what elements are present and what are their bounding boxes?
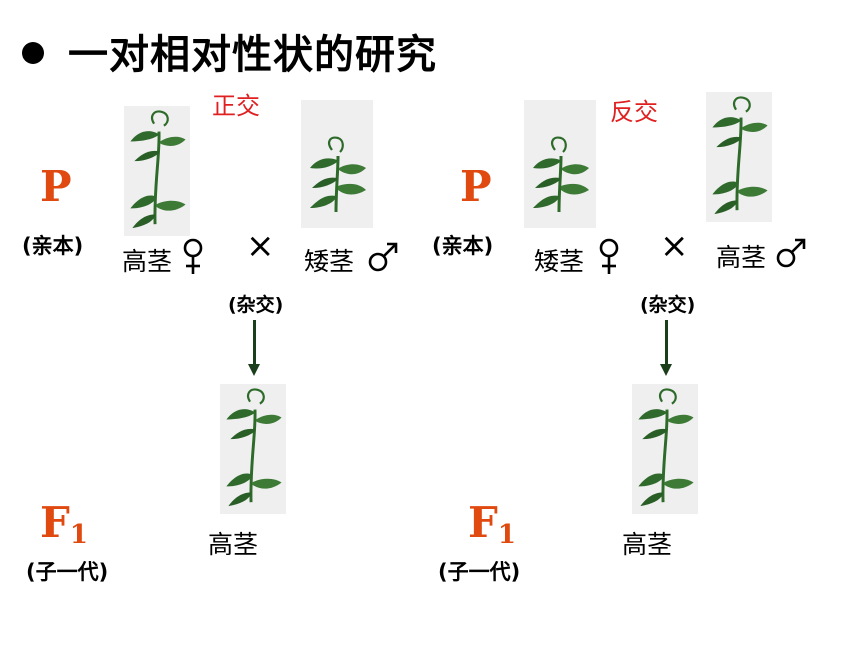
right-f1-note: (子一代) [438, 560, 521, 584]
short-plant-icon [301, 100, 373, 228]
bullet-icon [22, 42, 44, 64]
right-p-label: P [460, 162, 492, 211]
left-f1-label: F1 [40, 498, 88, 550]
right-offspring-label: 高茎 [622, 530, 673, 559]
right-cross-type: 反交 [610, 98, 658, 126]
left-mother-label: 高茎 [122, 247, 173, 276]
female-symbol-icon [599, 238, 619, 274]
right-p-note: (亲本) [432, 234, 494, 258]
tall-plant-icon [220, 384, 286, 514]
left-arrow-down-icon [248, 364, 260, 376]
tall-plant-icon [632, 384, 698, 514]
left-cross-type: 正交 [212, 92, 260, 120]
short-plant-icon [524, 100, 596, 228]
tall-plant-icon [124, 106, 190, 236]
left-offspring-label: 高茎 [208, 530, 259, 559]
right-process-label: (杂交) [640, 294, 696, 316]
female-symbol-icon [183, 238, 203, 274]
right-offspring-plant-image [632, 384, 698, 514]
left-father-label: 矮茎 [304, 247, 355, 276]
right-father-plant-image [706, 92, 772, 222]
title-text: 一对相对性状的研究 [68, 32, 437, 78]
left-arrow-shaft [253, 320, 256, 366]
right-mother-plant-image [524, 100, 596, 228]
right-mother-label: 矮茎 [534, 247, 585, 276]
left-father-plant-image [301, 100, 373, 228]
left-f1-note: (子一代) [26, 560, 109, 584]
left-p-note: (亲本) [22, 234, 84, 258]
right-father-label: 高茎 [716, 243, 767, 272]
right-f1-label: F1 [468, 498, 516, 550]
left-process-label: (杂交) [228, 294, 284, 316]
left-offspring-plant-image [220, 384, 286, 514]
left-mother-plant-image [124, 106, 190, 236]
right-arrow-down-icon [660, 364, 672, 376]
right-cross-symbol: × [660, 226, 689, 266]
male-symbol-icon [776, 238, 806, 268]
tall-plant-icon [706, 92, 772, 222]
right-arrow-shaft [665, 320, 668, 366]
page-title: 一对相对性状的研究 [22, 22, 437, 80]
left-cross-symbol: × [246, 226, 275, 266]
male-symbol-icon [368, 242, 398, 272]
left-p-label: P [40, 162, 72, 211]
